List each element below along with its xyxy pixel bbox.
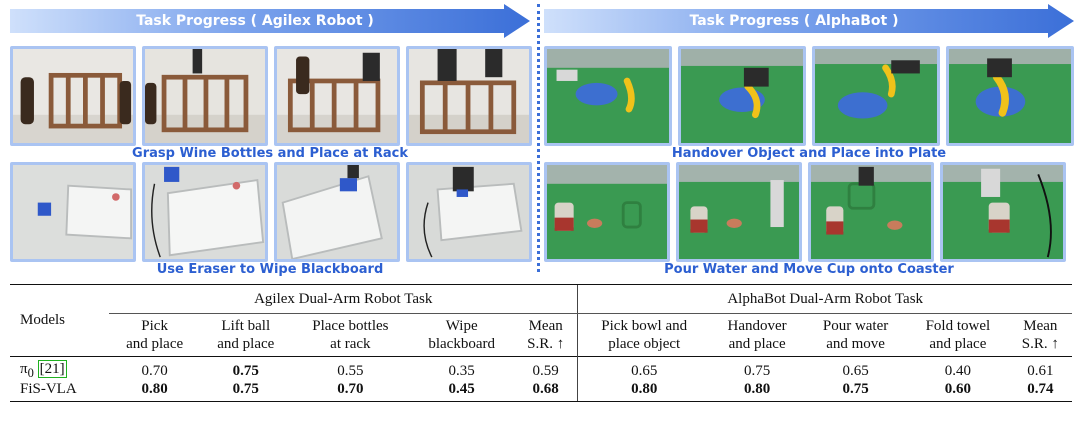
wine-rack-caption: Grasp Wine Bottles and Place at Rack [132, 146, 408, 161]
handover-frames [544, 46, 1074, 146]
alphabot-banner-label: Task Progress ( AlphaBot ) [689, 13, 899, 29]
frame-image [142, 162, 268, 262]
agilex-group-header: Agilex Dual-Arm Robot Task [109, 284, 578, 314]
frame-image [678, 46, 806, 146]
table-cell: 0.70 [109, 356, 201, 381]
table-cell: 0.80 [577, 381, 711, 402]
table-row: FiS-VLA 0.80 0.75 0.70 0.45 0.68 0.80 0.… [10, 381, 1072, 402]
table-cell: 0.60 [907, 381, 1009, 402]
table-row: π0 [21] 0.70 0.75 0.55 0.35 0.59 0.65 0.… [10, 356, 1072, 381]
table-cell: 0.80 [109, 381, 201, 402]
table-cell: 0.75 [710, 356, 805, 381]
frame-image [808, 162, 934, 262]
pour-water-frames [544, 162, 1066, 262]
table-cell: 0.74 [1008, 381, 1072, 402]
agilex-panel: Task Progress ( Agilex Robot ) [10, 4, 532, 277]
frame-image [812, 46, 940, 146]
table-cell: 0.35 [409, 356, 514, 381]
table-cell: 0.80 [710, 381, 805, 402]
frame-image [10, 46, 136, 146]
table-cell: 0.55 [291, 356, 410, 381]
model-pi0: π0 [21] [10, 356, 110, 381]
wine-rack-frames [10, 46, 532, 146]
agilex-banner-label: Task Progress ( Agilex Robot ) [136, 13, 374, 29]
alphabot-progress-banner: Task Progress ( AlphaBot ) [544, 4, 1074, 38]
models-header: Models [10, 284, 110, 357]
frame-image [406, 46, 532, 146]
alphabot-panel: Task Progress ( AlphaBot ) [544, 4, 1074, 277]
arrow-right-icon [10, 4, 530, 38]
handover-caption: Handover Object and Place into Plate [671, 146, 947, 161]
arrow-right-icon [544, 4, 1074, 38]
table-cell: 0.75 [200, 356, 292, 381]
table-cell: 0.65 [577, 356, 711, 381]
frame-image [10, 162, 136, 262]
frame-image [946, 46, 1074, 146]
table-cell: 0.40 [907, 356, 1009, 381]
table-cell: 0.65 [804, 356, 907, 381]
agilex-progress-banner: Task Progress ( Agilex Robot ) [10, 4, 530, 38]
frame-image [142, 46, 268, 146]
frame-image [544, 46, 672, 146]
table-cell: 0.68 [513, 381, 578, 402]
results-table: Models Agilex Dual-Arm Robot Task AlphaB… [10, 284, 1072, 402]
table-cell: 0.70 [291, 381, 410, 402]
frame-image [406, 162, 532, 262]
frame-image [544, 162, 670, 262]
table-cell: 0.75 [200, 381, 292, 402]
table-cell: 0.59 [513, 356, 578, 381]
table-cell: 0.45 [409, 381, 514, 402]
blackboard-frames [10, 162, 532, 262]
frame-image [274, 46, 400, 146]
frame-image [676, 162, 802, 262]
blackboard-caption: Use Eraser to Wipe Blackboard [156, 262, 384, 277]
citation-link[interactable]: [21] [37, 360, 67, 378]
frame-image [940, 162, 1066, 262]
frame-image [274, 162, 400, 262]
alphabot-group-header: AlphaBot Dual-Arm Robot Task [577, 284, 1072, 314]
model-fis-vla: FiS-VLA [10, 381, 110, 402]
table-cell: 0.75 [804, 381, 907, 402]
table-cell: 0.61 [1008, 356, 1072, 381]
pour-water-caption: Pour Water and Move Cup onto Coaster [664, 262, 954, 277]
panel-divider [537, 4, 540, 272]
